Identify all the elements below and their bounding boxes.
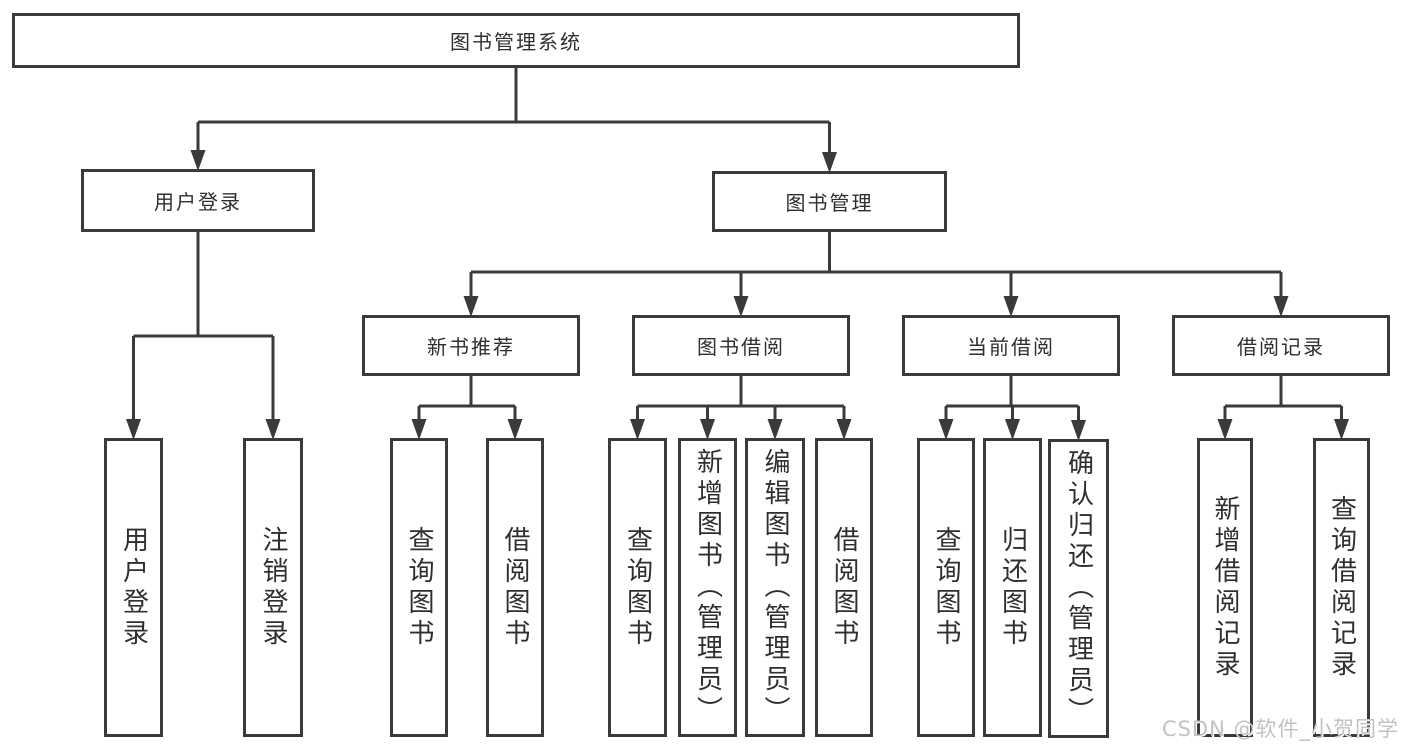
node-label: 当前借阅	[967, 335, 1055, 359]
node-leaf-borrow-books-2: 借阅图书	[815, 438, 873, 737]
node-leaf-user-login: 用户登录	[104, 438, 163, 737]
node-leaf-query-books-1: 查询图书	[390, 438, 448, 737]
node-book-mgmt: 图书管理	[712, 171, 947, 232]
watermark-text: CSDN @软件_小贺同学	[1161, 717, 1399, 741]
node-leaf-add-record: 新增借阅记录	[1197, 438, 1253, 737]
node-leaf-confirm-return: 确认归还（管理员）	[1048, 439, 1109, 738]
node-label: 图书管理	[785, 191, 874, 215]
node-leaf-edit-books: 编辑图书（管理员）	[745, 438, 805, 737]
node-label: 借阅记录	[1237, 335, 1325, 359]
node-user-login: 用户登录	[81, 169, 315, 232]
node-leaf-logout: 注销登录	[243, 438, 303, 737]
node-book-borrow: 图书借阅	[632, 315, 850, 376]
node-leaf-borrow-books-1: 借阅图书	[486, 438, 544, 737]
node-root: 图书管理系统	[12, 13, 1020, 68]
node-label: 编辑图书（管理员）	[760, 448, 790, 727]
node-label: 确认归还（管理员）	[1063, 449, 1094, 728]
node-label: 图书借阅	[697, 335, 785, 359]
node-label: 图书管理系统	[450, 30, 582, 54]
node-label: 新增图书（管理员）	[692, 448, 723, 727]
node-label: 查询图书	[622, 525, 653, 650]
node-label: 查询图书	[931, 525, 961, 650]
node-label: 归还图书	[997, 525, 1028, 650]
node-leaf-add-books: 新增图书（管理员）	[678, 438, 737, 737]
node-new-books: 新书推荐	[362, 315, 580, 376]
node-borrow-records: 借阅记录	[1172, 315, 1390, 376]
node-label: 查询借阅记录	[1326, 494, 1357, 681]
node-label: 用户登录	[154, 190, 242, 214]
node-label: 新书推荐	[427, 335, 515, 359]
node-current-borrow: 当前借阅	[902, 315, 1120, 376]
node-leaf-query-record: 查询借阅记录	[1313, 438, 1370, 737]
node-label: 借阅图书	[500, 525, 530, 650]
node-label: 新增借阅记录	[1210, 494, 1240, 681]
node-leaf-return-books: 归还图书	[983, 438, 1042, 737]
node-leaf-query-books-2: 查询图书	[608, 438, 667, 737]
node-label: 用户登录	[118, 525, 149, 650]
node-label: 注销登录	[258, 525, 288, 650]
node-leaf-query-books-3: 查询图书	[917, 438, 975, 737]
node-label: 借阅图书	[829, 525, 859, 650]
node-label: 查询图书	[404, 525, 434, 650]
